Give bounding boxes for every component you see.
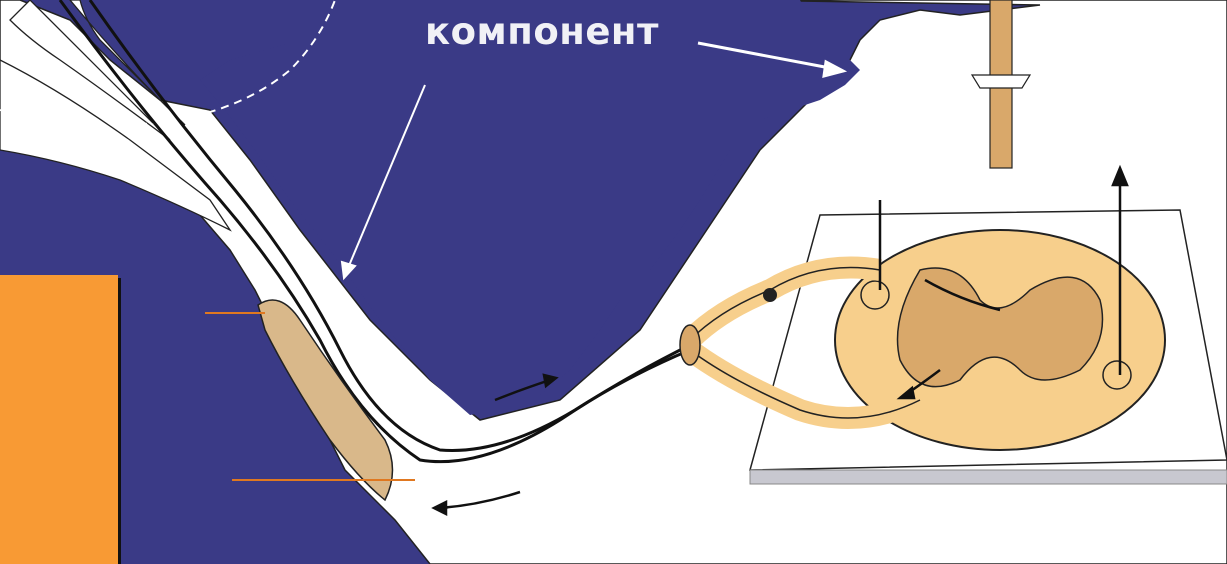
component-label: компонент [425,10,659,53]
nerve-trunk-cut [680,325,700,365]
ventral-root-circle [1103,361,1131,389]
orange-box [0,275,118,564]
plate-edge [750,470,1227,484]
dorsal-root-circle [861,281,889,309]
rod-clip [972,75,1030,88]
dorsal-ganglion [763,288,777,302]
